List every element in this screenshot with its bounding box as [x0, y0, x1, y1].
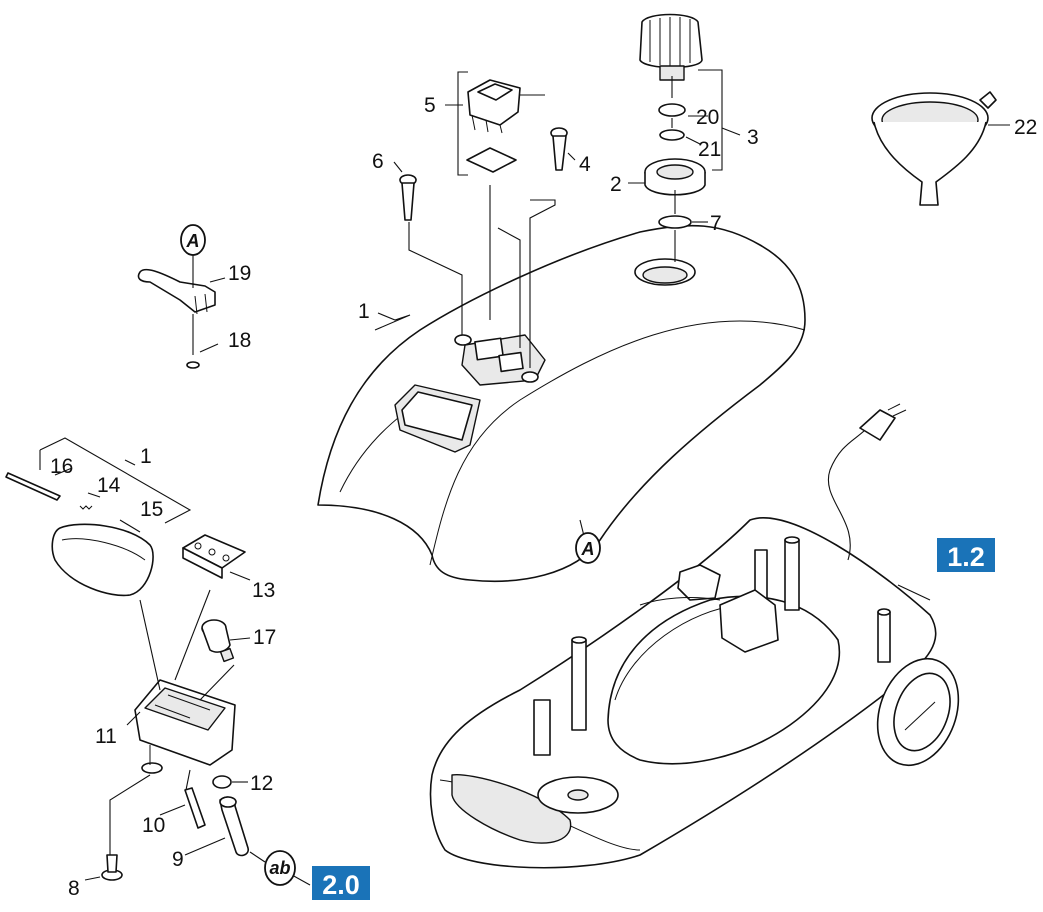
callout-15: 15	[140, 498, 163, 521]
pin-4	[550, 127, 568, 171]
callout-10: 10	[142, 814, 165, 837]
reference-badge-2-0-label: 2.0	[322, 870, 360, 900]
callout-12: 12	[250, 772, 273, 795]
o-ring-20	[658, 103, 686, 117]
rocker-switch	[457, 71, 521, 176]
washer-18	[186, 361, 200, 369]
callout-11: 11	[95, 725, 117, 748]
callout-4: 4	[579, 153, 591, 176]
callout-2: 2	[610, 173, 622, 196]
hose-9	[219, 796, 249, 857]
cover-15	[51, 523, 154, 597]
spring-14	[79, 505, 93, 510]
marker-a-cover-label: A	[581, 539, 595, 559]
microswitch-19	[137, 268, 216, 315]
callout-13: 13	[252, 579, 275, 602]
pin-10	[184, 787, 206, 829]
marker-ab: ab	[264, 850, 296, 886]
callout-7: 7	[710, 212, 722, 235]
marker-a-top-label: A	[186, 231, 200, 251]
filler-neck-2	[644, 158, 706, 196]
safety-cap-3	[639, 13, 723, 171]
callout-9: 9	[172, 848, 184, 871]
callout-20: 20	[696, 106, 719, 129]
marker-a-top: A	[180, 224, 206, 256]
callout-17: 17	[253, 626, 276, 649]
rod-16	[5, 472, 61, 501]
callout-6: 6	[372, 150, 384, 173]
base-housing	[429, 403, 960, 869]
callout-19: 19	[228, 262, 251, 285]
screw-8	[101, 854, 123, 881]
reference-badge-1-2-label: 1.2	[947, 542, 985, 572]
callout-5: 5	[424, 94, 436, 117]
callout-18: 18	[228, 329, 251, 352]
callout-14: 14	[97, 474, 121, 497]
callout-22: 22	[1014, 116, 1037, 139]
callout-21: 21	[698, 138, 721, 161]
callout-1-left: 1	[140, 445, 152, 468]
callout-8: 8	[68, 877, 80, 900]
reference-badge-2-0[interactable]: 2.0	[312, 866, 370, 900]
gasket-7	[658, 215, 692, 229]
reference-badge-1-2[interactable]: 1.2	[937, 538, 995, 572]
callout-16: 16	[50, 455, 73, 478]
callout-labels: 5 6 4 2 20 21 7 3 22 1 19 18 1 16 14 15 …	[50, 94, 1037, 900]
housing-11	[134, 679, 236, 774]
terminal-block-13	[182, 534, 246, 579]
marker-ab-label: ab	[269, 858, 290, 878]
funnel-22	[871, 91, 997, 206]
callout-3: 3	[747, 126, 759, 149]
sleeve-12	[212, 775, 232, 789]
top-cover	[317, 224, 806, 583]
pin-6	[399, 174, 417, 221]
marker-a-cover: A	[575, 532, 601, 564]
callout-1-top: 1	[358, 300, 370, 323]
o-ring-21	[659, 129, 685, 141]
valve-17	[201, 619, 235, 663]
